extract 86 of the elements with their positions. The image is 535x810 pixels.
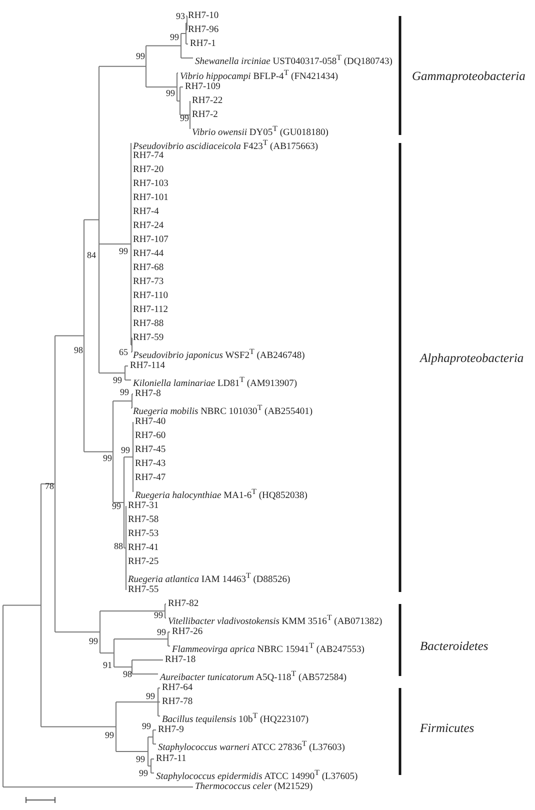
taxon-label: RH7-4 [133,206,159,218]
bootstrap-value: 99 [180,112,189,124]
taxon-label: RH7-9 [158,724,184,736]
bootstrap-value: 99 [136,50,145,62]
taxon-label: Pseudovibrio ascidiaceicola F423$^{T}$ (AB175663) [133,137,318,152]
bootstrap-value: 99 [146,690,155,702]
taxon-label: Vibrio owensii DY05$^{T}$ (GU018180) [192,123,328,140]
bootstrap-value: 99 [166,87,175,99]
bootstrap-value: 98 [123,668,132,680]
taxon-label: RH7-45 [135,444,166,456]
taxon-label: RH7-2 [192,109,218,121]
taxon-label: Staphylococcus warneri ATCC 27836$^{T}$ (L37603) [158,738,345,754]
taxon-label: RH7-110 [133,290,168,302]
taxon-label: RH7-24 [133,220,164,232]
taxon-label: RH7-41 [128,542,159,554]
taxon-label: RH7-18 [165,654,196,666]
bootstrap-value: 99 [103,452,112,464]
taxon-label: RH7-58 [128,514,159,526]
taxon-label: Vitellibacter vladivostokensis KMM 3516$^{T}$ (AB071382) [168,612,382,628]
bootstrap-value: 99 [136,753,145,765]
clade-name: Alphaproteobacteria [420,350,524,366]
taxon-label: RH7-68 [133,262,164,274]
bootstrap-value: 98 [74,344,83,356]
taxon-label: Pseudovibrio japonicus WSF2$^{T}$ (AB246748) [133,346,305,362]
taxon-label: RH7-31 [128,500,159,512]
taxon-label: RH7-26 [172,626,203,638]
taxon-label: RH7-78 [162,696,193,708]
taxon-label: Ruegeria halocynthiae MA1-6$^{T}$ (HQ852038) [135,486,308,502]
clade-name: Bacteroidetes [420,638,488,654]
bootstrap-value: 99 [119,245,128,257]
taxon-label: RH7-44 [133,248,164,260]
clade-name: Gammaproteobacteria [412,68,526,84]
bootstrap-value: 99 [120,386,129,398]
bootstrap-value: 99 [89,635,98,647]
taxon-label: Aureibacter tunicatorum A5Q-118$^{T}$ (AB572584) [160,668,346,684]
taxon-label: RH7-11 [156,753,186,765]
taxon-label: RH7-25 [128,556,159,568]
taxon-label: Ruegeria atlantica IAM 14463$^{T}$ (D88526) [128,570,290,586]
taxon-label: RH7-74 [133,150,164,162]
taxon-label: Staphylococcus epidermidis ATCC 14990$^{T}$ (L37605) [156,767,358,782]
taxon-label: RH7-40 [135,416,166,428]
taxon-label: RH7-60 [135,430,166,442]
taxon-label: RH7-10 [188,10,219,22]
bootstrap-value: 88 [114,540,123,552]
taxon-label: RH7-114 [130,360,166,372]
bootstrap-value: 99 [170,31,179,43]
bootstrap-value: 99 [154,609,163,621]
taxon-label: RH7-103 [133,178,168,190]
taxon-label: Kiloniella laminariae LD81$^{T}$ (AM913907) [133,374,297,390]
taxon-label: RH7-8 [135,388,161,400]
taxon-label: RH7-43 [135,458,166,470]
taxon-label: RH7-1 [190,38,216,50]
bootstrap-value: 99 [121,444,130,456]
bootstrap-value: 99 [112,500,121,512]
bootstrap-value: 65 [119,346,128,358]
bootstrap-value: 99 [142,720,151,732]
taxon-label: RH7-64 [162,682,193,694]
taxon-label: Bacillus tequilensis 10b$^{T}$ (HQ223107) [162,710,309,726]
bootstrap-value: 99 [113,374,122,386]
clade-name: Firmicutes [420,720,474,736]
taxon-label: Vibrio hippocampi BFLP-4$^{T}$ (FN421434) [180,67,338,82]
bootstrap-value: 84 [87,249,96,261]
bootstrap-value: 99 [139,767,148,779]
taxon-label: Ruegeria mobilis NBRC 101030$^{T}$ (AB255401) [133,402,313,418]
taxon-label: RH7-101 [133,192,168,204]
taxon-label: Thermococcus celer (M21529) [195,781,313,793]
taxon-label: RH7-55 [128,584,159,596]
taxon-label: RH7-109 [185,81,220,93]
taxon-label: RH7-107 [133,234,168,246]
bootstrap-value: 78 [45,480,54,492]
taxon-label: RH7-22 [192,95,223,107]
taxon-label: Shewanella irciniae UST040317-058$^{T}$ (DQ180743) [195,52,392,68]
taxon-label: RH7-96 [188,24,219,36]
bootstrap-value: 91 [103,659,112,671]
taxon-label: RH7-53 [128,528,159,540]
bootstrap-value: 99 [105,729,114,741]
taxon-label: RH7-88 [133,318,164,330]
taxon-label: RH7-20 [133,164,164,176]
taxon-label: RH7-73 [133,276,164,288]
taxon-label: Flammeovirga aprica NBRC 15941$^{T}$ (AB247553) [172,640,364,656]
taxon-label: RH7-47 [135,472,166,484]
taxon-label: RH7-59 [133,332,164,344]
bootstrap-value: 93 [176,10,185,22]
bootstrap-value: 99 [157,626,166,638]
taxon-label: RH7-112 [133,304,168,316]
taxon-label: RH7-82 [168,598,199,610]
